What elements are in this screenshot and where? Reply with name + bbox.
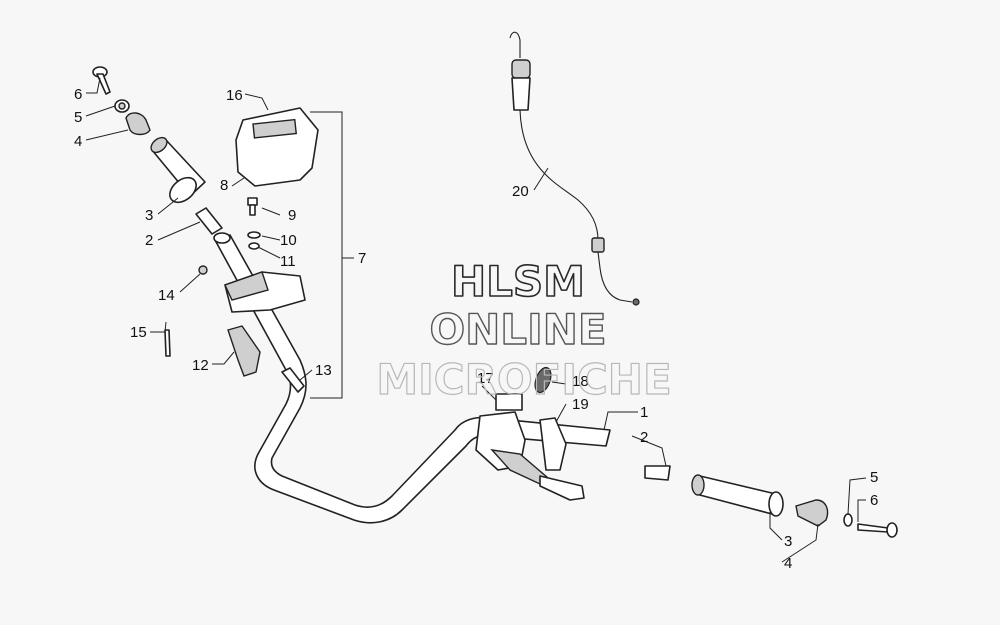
- callout-5-right: 5: [870, 469, 878, 486]
- callout-16: 16: [226, 87, 243, 104]
- housing-screw: [247, 197, 258, 216]
- callout-15: 15: [130, 324, 147, 341]
- callout-14: 14: [158, 287, 175, 304]
- callout-3-left: 3: [145, 207, 153, 224]
- left-end-cap: [125, 112, 151, 136]
- watermark-line-3: MICROFICHE: [376, 355, 671, 404]
- housing-nut: [248, 242, 260, 250]
- left-grip-tube: [195, 207, 223, 235]
- callout-8: 8: [220, 177, 228, 194]
- left-washer: [114, 99, 130, 113]
- throttle-housing: [539, 417, 567, 471]
- callout-2-left: 2: [145, 232, 153, 249]
- callout-6-right: 6: [870, 492, 878, 509]
- callout-labels: 6 5 4 3 2 16 8 9 10 11 7 14 15 12 13 20 …: [74, 86, 878, 572]
- right-washer: [843, 513, 853, 527]
- callout-6-left: 6: [74, 86, 82, 103]
- right-grip: [691, 474, 784, 517]
- left-grip: [150, 136, 206, 204]
- right-screw: [857, 522, 898, 538]
- switch-housing-cover: [235, 107, 319, 187]
- callout-18: 18: [572, 373, 589, 390]
- watermark: HLSM ONLINE MICROFICHE: [376, 256, 672, 404]
- callout-1: 1: [640, 404, 648, 421]
- callout-5-left: 5: [74, 109, 82, 126]
- brake-lever-assembly: [475, 411, 585, 501]
- right-grip-tube: [644, 465, 671, 481]
- callout-3-right: 3: [784, 533, 792, 550]
- callout-10: 10: [280, 232, 297, 249]
- callout-13: 13: [315, 362, 332, 379]
- callout-17: 17: [477, 370, 494, 387]
- callout-4-left: 4: [74, 133, 82, 150]
- set-screw: [198, 265, 208, 275]
- callout-9: 9: [288, 207, 296, 224]
- callout-12: 12: [192, 357, 209, 374]
- callout-4-right: 4: [784, 555, 792, 572]
- callout-2-right: 2: [640, 429, 648, 446]
- watermark-line-1: HLSM: [451, 257, 585, 306]
- housing-washer: [247, 231, 261, 239]
- long-screw: [164, 329, 171, 357]
- decal: [495, 393, 523, 411]
- throttle-washer: [534, 366, 552, 394]
- switch-housing-base: [224, 271, 306, 313]
- bracket-bolt: [281, 367, 305, 393]
- left-screw: [92, 66, 111, 95]
- callout-20: 20: [512, 183, 529, 200]
- thumb-lever: [227, 325, 261, 377]
- callout-11: 11: [280, 253, 296, 270]
- right-end-cap: [795, 499, 829, 527]
- throttle-cable: [509, 31, 640, 306]
- watermark-line-2: ONLINE: [429, 305, 606, 354]
- callout-7: 7: [358, 250, 366, 267]
- leader-lines: [85, 77, 867, 563]
- callout-19: 19: [572, 396, 589, 413]
